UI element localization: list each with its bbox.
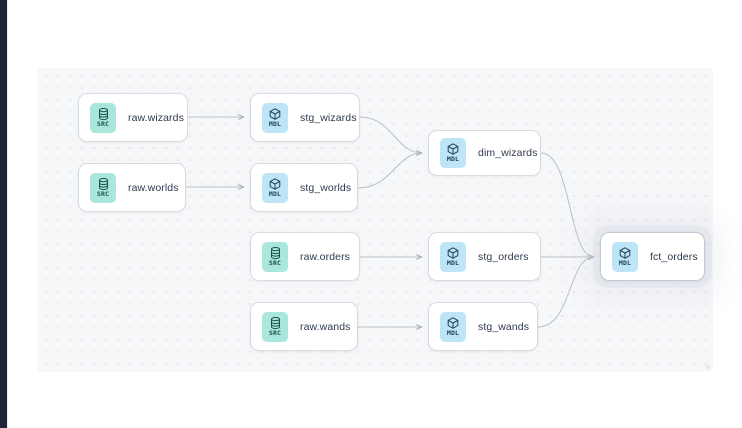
node-raw_worlds[interactable]: SRC raw.worlds [78,163,186,212]
node-stg_orders[interactable]: MDL stg_orders [428,232,541,281]
node-label: raw.worlds [128,181,179,194]
node-label: stg_wizards [300,111,357,124]
node-label: stg_orders [478,250,529,263]
node-kind-tag: MDL [268,119,282,128]
node-kind-tag: MDL [446,328,460,337]
node-stg_worlds[interactable]: MDL stg_worlds [250,163,358,212]
node-label: dim_wizards [478,147,538,159]
node-kind-tag: MDL [268,189,282,198]
database-icon: SRC [262,241,288,272]
database-icon: SRC [90,102,116,133]
node-dim_wizards[interactable]: MDL dim_wizards [428,130,541,176]
node-label: fct_orders [650,250,698,263]
database-icon: SRC [262,311,288,342]
cube-icon: MDL [440,311,466,342]
node-label: stg_worlds [300,181,352,194]
cube-icon: MDL [262,172,288,203]
node-fct_orders[interactable]: MDL fct_orders [600,232,705,281]
node-label: raw.wizards [128,111,184,124]
node-kind-tag: MDL [446,155,460,163]
cube-icon: MDL [262,102,288,133]
database-icon: SRC [90,172,116,203]
node-kind-tag: SRC [268,258,282,267]
node-raw_wizards[interactable]: SRC raw.wizards [78,93,188,142]
node-kind-tag: SRC [268,328,282,337]
cube-icon: MDL [612,241,638,272]
node-kind-tag: SRC [96,189,110,198]
node-label: raw.orders [300,250,351,263]
node-stg_wizards[interactable]: MDL stg_wizards [250,93,360,142]
node-raw_orders[interactable]: SRC raw.orders [250,232,360,281]
node-label: stg_wands [478,320,530,333]
rail-divider [7,0,8,428]
node-label: raw.wands [300,320,351,333]
node-kind-tag: MDL [618,258,632,267]
left-rail [0,0,7,428]
cube-icon: MDL [440,241,466,272]
node-stg_wands[interactable]: MDL stg_wands [428,302,538,351]
cube-icon: MDL [440,138,466,168]
node-kind-tag: SRC [96,119,110,128]
node-kind-tag: MDL [446,258,460,267]
canvas-corner-mark [706,365,710,369]
node-raw_wands[interactable]: SRC raw.wands [250,302,358,351]
